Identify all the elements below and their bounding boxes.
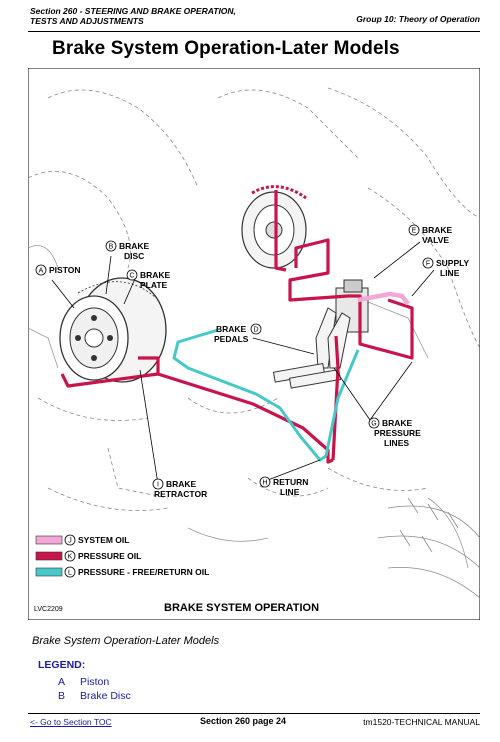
legend-item: B Brake Disc bbox=[58, 690, 131, 702]
svg-text:BRAKE: BRAKE bbox=[422, 225, 453, 235]
figure-caption: Brake System Operation-Later Models bbox=[32, 635, 220, 647]
svg-text:PRESSURE - FREE/RETURN OIL: PRESSURE - FREE/RETURN OIL bbox=[78, 567, 209, 577]
svg-text:VALVE: VALVE bbox=[422, 235, 449, 245]
left-brake-assembly bbox=[59, 277, 167, 383]
svg-text:E: E bbox=[412, 228, 417, 235]
footer-divider bbox=[28, 713, 480, 714]
label-brake-retractor: I BRAKE RETRACTOR bbox=[152, 478, 207, 499]
callout-leaders bbox=[51, 241, 435, 485]
label-supply-line: F SUPPLY LINE bbox=[422, 257, 470, 278]
brake-system-diagram: A PISTON B BRAKE DISC C BRAKE PLATE BRAK… bbox=[28, 68, 480, 620]
label-brake-disc: B BRAKE DISC bbox=[105, 240, 150, 261]
svg-text:G: G bbox=[371, 421, 376, 428]
legend-text: Piston bbox=[80, 676, 110, 688]
page-title: Brake System Operation-Later Models bbox=[52, 38, 400, 59]
svg-text:PLATE: PLATE bbox=[140, 280, 168, 290]
svg-text:LINE: LINE bbox=[280, 487, 300, 497]
color-key: J SYSTEM OIL K PRESSURE OIL L PRESSURE -… bbox=[35, 534, 209, 578]
svg-text:J: J bbox=[68, 538, 72, 545]
svg-text:BRAKE: BRAKE bbox=[166, 479, 197, 489]
label-brake-pedals: BRAKE PEDALS D bbox=[214, 323, 262, 344]
tractor-outline-drawing bbox=[28, 87, 480, 511]
svg-text:PEDALS: PEDALS bbox=[214, 334, 249, 344]
label-brake-pressure-lines: G BRAKE PRESSURE LINES bbox=[368, 417, 421, 448]
svg-text:BRAKE: BRAKE bbox=[216, 324, 247, 334]
label-brake-valve: E BRAKE VALVE bbox=[408, 224, 453, 245]
svg-text:H: H bbox=[262, 480, 267, 487]
manual-id: tm1520-TECHNICAL MANUAL bbox=[363, 717, 480, 727]
svg-text:F: F bbox=[426, 261, 430, 268]
section-header: Section 260 - STEERING AND BRAKE OPERATI… bbox=[30, 6, 236, 26]
figure-title: BRAKE SYSTEM OPERATION bbox=[164, 602, 319, 614]
svg-text:LINE: LINE bbox=[440, 268, 460, 278]
label-return-line: H RETURN LINE bbox=[259, 476, 308, 497]
svg-text:BRAKE: BRAKE bbox=[140, 270, 171, 280]
key-pressure-oil: K PRESSURE OIL bbox=[35, 550, 141, 562]
svg-text:SYSTEM OIL: SYSTEM OIL bbox=[78, 535, 129, 545]
pressure-oil-lines bbox=[60, 190, 414, 464]
svg-text:A: A bbox=[39, 268, 44, 275]
page-number: Section 260 page 24 bbox=[200, 716, 287, 726]
svg-text:BRAKE: BRAKE bbox=[382, 418, 413, 428]
svg-text:RETRACTOR: RETRACTOR bbox=[154, 489, 207, 499]
svg-text:K: K bbox=[68, 554, 73, 561]
rear-tire-drawing bbox=[377, 497, 480, 599]
svg-text:PRESSURE OIL: PRESSURE OIL bbox=[78, 551, 141, 561]
legend-key: A bbox=[58, 676, 66, 688]
return-oil-lines bbox=[172, 328, 360, 462]
legend-key: B bbox=[58, 690, 66, 702]
svg-text:D: D bbox=[253, 327, 258, 334]
svg-text:B: B bbox=[109, 244, 114, 251]
system-oil-line bbox=[357, 291, 410, 306]
label-piston: A PISTON bbox=[35, 264, 81, 276]
svg-text:I: I bbox=[157, 482, 159, 489]
right-brake-housing bbox=[241, 185, 307, 269]
header-divider bbox=[28, 31, 480, 32]
legend-item: A Piston bbox=[58, 676, 109, 688]
group-header: Group 10: Theory of Operation bbox=[356, 14, 480, 24]
svg-text:SUPPLY: SUPPLY bbox=[436, 258, 470, 268]
key-system-oil: J SYSTEM OIL bbox=[35, 534, 129, 546]
svg-text:L: L bbox=[68, 570, 72, 577]
legend-text: Brake Disc bbox=[80, 690, 131, 702]
section-toc-link[interactable]: <- Go to Section TOC bbox=[30, 717, 112, 727]
label-brake-plate: C BRAKE PLATE bbox=[126, 269, 171, 290]
figure-id: LVC2209 bbox=[34, 606, 63, 613]
key-return-oil: L PRESSURE - FREE/RETURN OIL bbox=[35, 566, 209, 578]
svg-text:RETURN: RETURN bbox=[273, 477, 308, 487]
svg-text:C: C bbox=[129, 273, 134, 280]
brake-pedals-drawing bbox=[272, 307, 351, 389]
svg-text:PISTON: PISTON bbox=[49, 265, 81, 275]
svg-text:DISC: DISC bbox=[124, 251, 144, 261]
svg-text:LINES: LINES bbox=[384, 438, 409, 448]
legend-title: LEGEND: bbox=[38, 659, 86, 671]
svg-text:BRAKE: BRAKE bbox=[119, 241, 150, 251]
svg-text:PRESSURE: PRESSURE bbox=[374, 428, 421, 438]
